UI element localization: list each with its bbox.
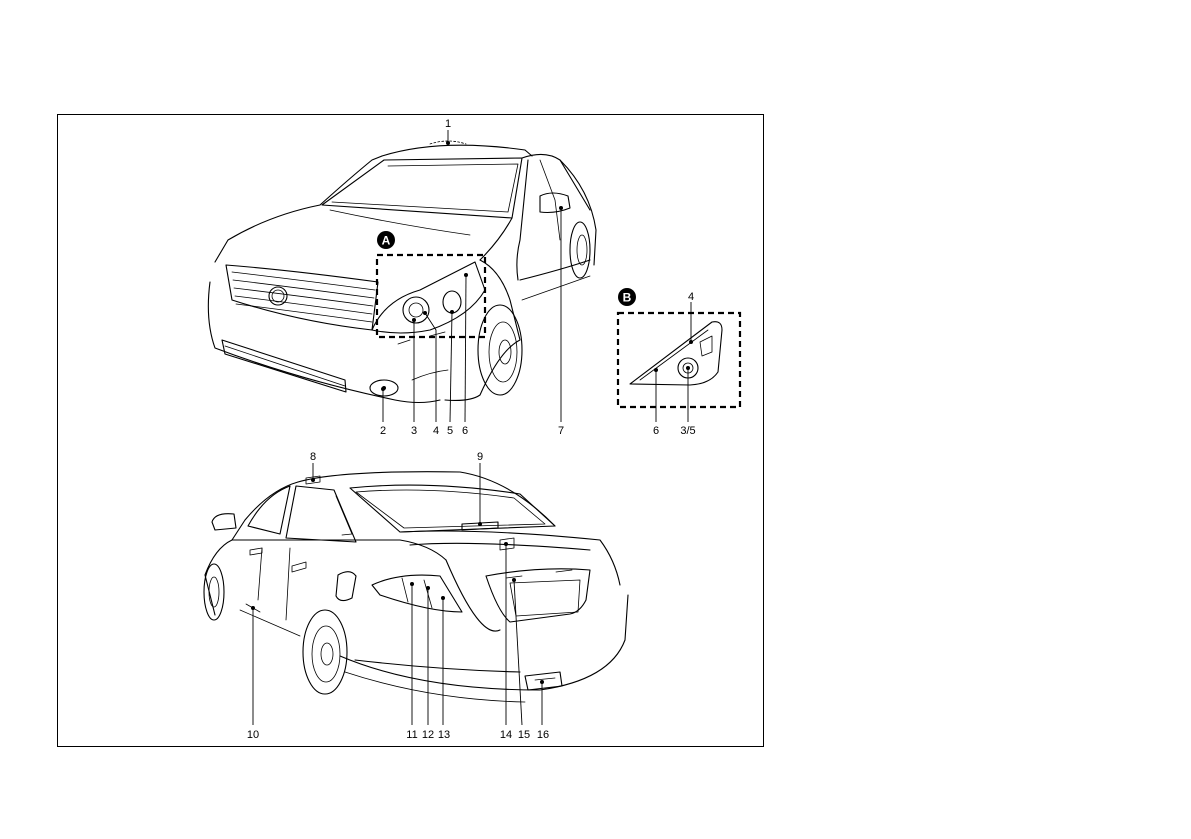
- callout-labels-rear: 8 9 10 11 12 13 14 15 16: [247, 451, 549, 741]
- callout-4: 4: [433, 425, 439, 437]
- callout-1: 1: [445, 118, 451, 130]
- rear-car-illustration: [204, 472, 628, 702]
- front-car-illustration: [208, 145, 596, 402]
- callout-3: 3: [411, 425, 417, 437]
- leader-lines: [251, 130, 693, 725]
- callout-12: 12: [422, 729, 434, 741]
- svg-text:B: B: [623, 291, 632, 305]
- callout-9: 9: [477, 451, 483, 463]
- detail-a-badge: A: [377, 231, 395, 249]
- callout-6: 6: [462, 425, 468, 437]
- callout-11: 11: [406, 729, 417, 741]
- callout-b-4: 4: [688, 291, 694, 303]
- callout-14: 14: [500, 729, 512, 741]
- callout-15: 15: [518, 729, 530, 741]
- detail-b-badge: B: [618, 288, 636, 306]
- svg-text:A: A: [382, 234, 391, 248]
- callout-13: 13: [438, 729, 450, 741]
- callout-16: 16: [537, 729, 549, 741]
- callout-b-6: 6: [653, 425, 659, 437]
- callout-2: 2: [380, 425, 386, 437]
- callout-10: 10: [247, 729, 259, 741]
- callout-5: 5: [447, 425, 453, 437]
- callout-b-3-5: 3/5: [680, 425, 695, 437]
- callout-7: 7: [558, 425, 564, 437]
- detail-a-box: [377, 255, 485, 337]
- detail-b-headlamp: [630, 322, 722, 385]
- callout-8: 8: [310, 451, 316, 463]
